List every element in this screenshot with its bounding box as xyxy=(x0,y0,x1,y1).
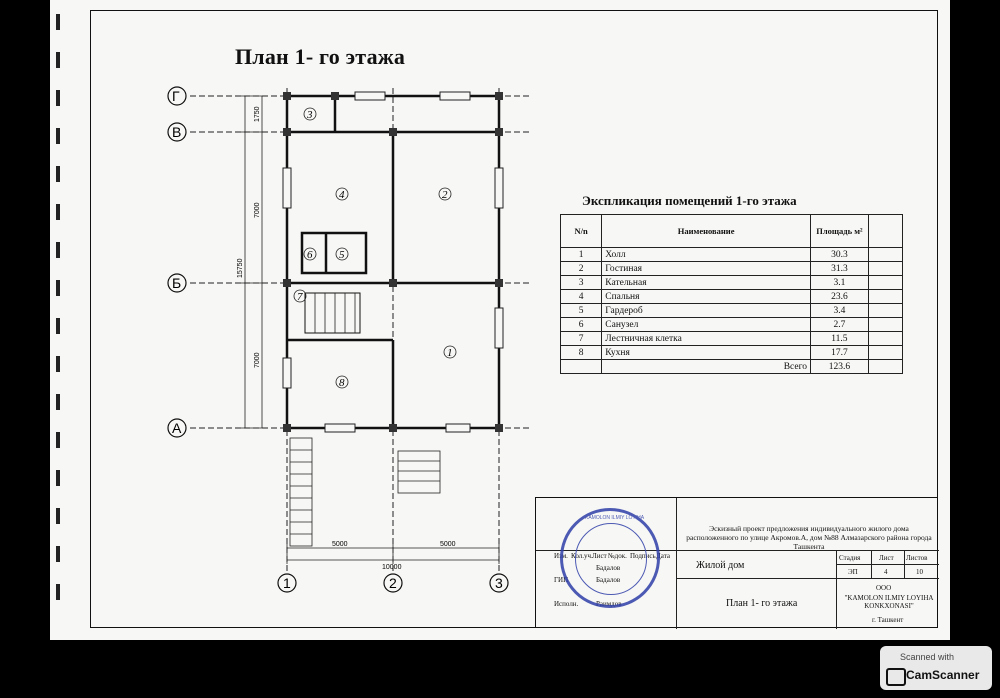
room-number-5: 5 xyxy=(339,249,345,261)
org-line1: ООО xyxy=(876,584,892,592)
explication-title: Экспликация помещений 1-го этажа xyxy=(582,193,797,208)
watermark-line1: Scanned with xyxy=(900,652,955,662)
room-number-4: 4 xyxy=(339,189,345,201)
total-label: Всего xyxy=(601,359,811,374)
axis-label-g: Г xyxy=(172,88,180,104)
role-ispoln: Исполн. xyxy=(554,600,579,608)
header-area: Площадь м² xyxy=(810,214,869,248)
axis-label-b: Б xyxy=(172,275,181,291)
project-description: Эскизный проект предложения индивидуальн… xyxy=(686,524,932,551)
axis-label-3: 3 xyxy=(495,575,503,591)
sheet-title: План 1- го этажа xyxy=(726,598,798,609)
camscanner-watermark: Scanned with CamScanner xyxy=(880,646,992,690)
room-number-8: 8 xyxy=(339,377,345,389)
drawing-sheet: План 1- го этажа xyxy=(50,0,950,640)
total-row: Всего 123.6 xyxy=(559,359,904,374)
org-line3: г. Ташкент xyxy=(872,616,904,624)
header-name: Наименование xyxy=(601,214,811,248)
room-number-6: 6 xyxy=(307,249,313,261)
title-block: Эскизный проект предложения индивидуальн… xyxy=(535,497,939,629)
dim-5000-left: 5000 xyxy=(332,541,348,548)
header-num: N/n xyxy=(559,214,603,248)
sheet-label: Лист xyxy=(879,554,894,562)
dim-7000-top: 7000 xyxy=(254,202,261,218)
floor-plan: Г В Б А 1 2 3 1750 7000 15750 7000 5000 … xyxy=(167,86,530,593)
axis-label-2: 2 xyxy=(389,575,397,591)
room-number-7: 7 xyxy=(297,291,303,303)
dim-7000-bottom: 7000 xyxy=(254,352,261,368)
object-name: Жилой дом xyxy=(696,560,745,571)
sheets-label: Листов xyxy=(906,554,928,562)
plan-title: План 1- го этажа xyxy=(235,44,406,69)
role-gip: ГИП xyxy=(554,576,569,584)
dim-15750: 15750 xyxy=(237,258,244,278)
dim-1750: 1750 xyxy=(254,106,261,122)
room-number-2: 2 xyxy=(442,189,448,201)
total-value: 123.6 xyxy=(810,359,869,374)
room-number-1: 1 xyxy=(447,347,453,359)
room-number-3: 3 xyxy=(306,109,313,121)
axis-label-1: 1 xyxy=(283,575,291,591)
axis-label-a: А xyxy=(172,420,182,436)
org-line2: "KAMOLON ILMIY LOYIHA KONKXONASI" xyxy=(844,594,934,610)
stage-value: ЭП xyxy=(848,568,858,576)
sheet-value: 4 xyxy=(884,568,888,576)
dim-10000: 10000 xyxy=(382,564,402,571)
company-seal: KAMOLON ILMIY LOYIHA xyxy=(560,508,660,608)
stage-label: Стадия xyxy=(839,554,861,562)
sheets-value: 10 xyxy=(916,568,923,576)
dim-5000-right: 5000 xyxy=(440,541,456,548)
axis-label-v: В xyxy=(172,124,181,140)
seal-text: KAMOLON ILMIY LOYIHA xyxy=(585,515,645,521)
binder-holes xyxy=(50,0,110,640)
camscanner-logo-icon xyxy=(886,668,906,686)
drawing-frame xyxy=(90,10,938,628)
watermark-line2: CamScanner xyxy=(906,668,980,682)
col-header-date: Дата xyxy=(656,552,670,560)
